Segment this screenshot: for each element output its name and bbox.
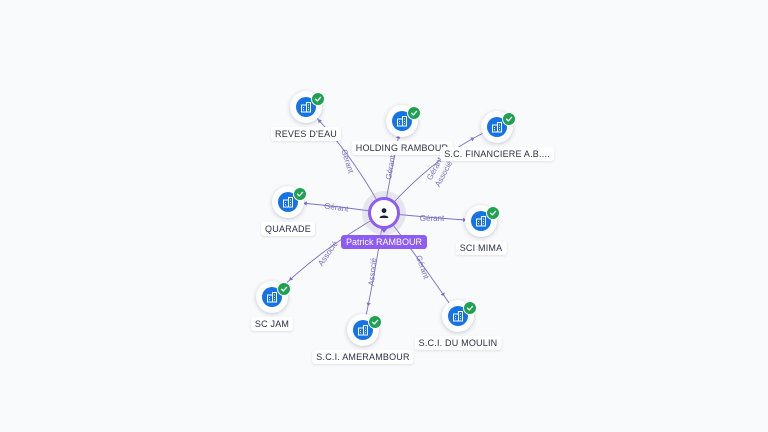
edge-label-holding: Gérant xyxy=(384,154,397,180)
verified-check-icon xyxy=(502,112,516,126)
edge-label-amerambour: Associé xyxy=(367,257,378,286)
edge-arrow-amerambour xyxy=(366,302,371,307)
edge-label-scimima: Gérant xyxy=(420,214,445,223)
company-name: SC JAM xyxy=(250,317,294,331)
edge-arrow-holding xyxy=(395,135,401,139)
person-icon xyxy=(379,208,389,218)
company-name: S.C.I. AMERAMBOUR xyxy=(312,350,414,364)
verified-check-icon xyxy=(311,92,325,106)
verified-check-icon xyxy=(463,301,477,315)
edge-arrow-reves xyxy=(318,119,322,124)
edge-label-scjam: Associé xyxy=(316,239,340,268)
edge-arrow-financiere xyxy=(470,137,475,142)
center-pin xyxy=(368,197,400,229)
company-name: SCI MIMA xyxy=(455,241,507,255)
company-name: QUARADE xyxy=(261,222,315,236)
company-name: REVES D'EAU xyxy=(271,127,341,141)
verified-check-icon xyxy=(368,315,382,329)
edge-label-quarade: Gérant xyxy=(324,201,350,213)
verified-check-icon xyxy=(407,106,421,120)
edge-label-dumoulin: Gérant xyxy=(414,254,431,281)
edge-arrow-quarade xyxy=(303,201,307,206)
center-person-name: Patrick RAMBOUR xyxy=(340,235,428,249)
edge-arrow-scjam xyxy=(289,276,294,281)
company-name: S.C. FINANCIERE A.B.... xyxy=(440,147,554,161)
edge-arrow-scimima xyxy=(462,217,467,223)
verified-check-icon xyxy=(486,206,500,220)
verified-check-icon xyxy=(293,187,307,201)
pin-tip xyxy=(378,225,390,233)
company-name: HOLDING RAMBOUR xyxy=(351,141,453,155)
edge-arrow-dumoulin xyxy=(440,292,445,297)
verified-check-icon xyxy=(277,282,291,296)
company-name: S.C.I. DU MOULIN xyxy=(414,336,502,350)
